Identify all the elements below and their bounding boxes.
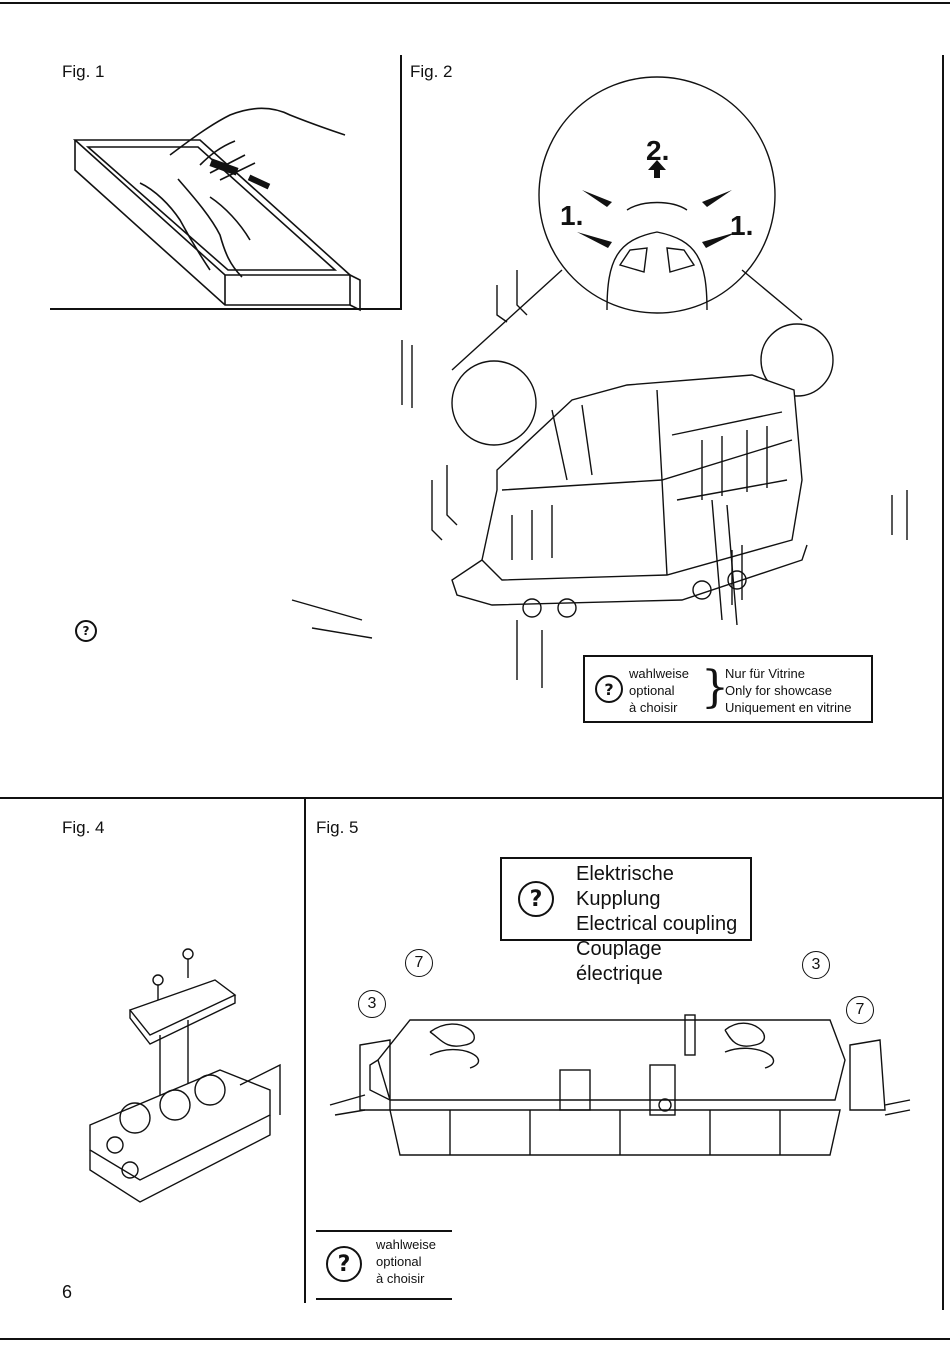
legend-right-line: Only for showcase — [725, 682, 851, 699]
fig4-illustration — [70, 940, 290, 1220]
legend-optional-line: à choisir — [376, 1270, 436, 1287]
legend-electrical-line: Elektrische Kupplung — [576, 862, 750, 912]
callout-3-left: 3 — [358, 990, 386, 1018]
legend-optional-line: wahlweise — [376, 1236, 436, 1253]
legend-optional-showcase: ? wahlweise optional à choisir } Nur für… — [583, 655, 873, 723]
step-1-left-label: 1. — [560, 200, 583, 231]
fig1-label: Fig. 1 — [62, 62, 105, 82]
legend-optional-bottom-text: wahlweise optional à choisir — [376, 1236, 436, 1287]
callout-7-left: 7 — [405, 949, 433, 977]
step-2-label: 2. — [646, 135, 669, 166]
legend-right-line: Uniquement en vitrine — [725, 699, 851, 716]
fig5-illustration — [330, 960, 910, 1180]
fig4-fig5-divider — [304, 798, 306, 1303]
fig1-illustration — [60, 85, 410, 315]
legend-right-line: Nur für Vitrine — [725, 665, 851, 682]
callout-3-right: 3 — [802, 951, 830, 979]
legend-question-icon: ? — [326, 1246, 362, 1282]
legend-left-line: optional — [629, 682, 689, 699]
legend-question-icon: ? — [518, 881, 554, 917]
legend-electrical-coupling: ? Elektrische Kupplung Electrical coupli… — [500, 857, 752, 941]
legend-left-text: wahlweise optional à choisir — [629, 665, 689, 716]
fig2-illustration: 2. 1. 1. — [402, 60, 942, 700]
middle-rule — [0, 797, 944, 799]
legend-optional-bottom: ? wahlweise optional à choisir — [316, 1230, 452, 1300]
step-1-right-label: 1. — [730, 210, 753, 241]
legend-left-line: wahlweise — [629, 665, 689, 682]
fig5-label: Fig. 5 — [316, 818, 359, 838]
legend-question-icon: ? — [595, 675, 623, 703]
legend-left-line: à choisir — [629, 699, 689, 716]
page-number: 6 — [62, 1282, 72, 1303]
right-border-line — [942, 55, 944, 1310]
legend-optional-line: optional — [376, 1253, 436, 1270]
bottom-edge-line — [0, 1338, 950, 1340]
legend-right-text: Nur für Vitrine Only for showcase Unique… — [725, 665, 851, 716]
callout-7-right: 7 — [846, 996, 874, 1024]
legend-electrical-line: Electrical coupling — [576, 912, 750, 937]
top-border-line — [0, 2, 950, 4]
fig4-label: Fig. 4 — [62, 818, 105, 838]
fig2-optional-symbol: ? — [75, 620, 97, 642]
